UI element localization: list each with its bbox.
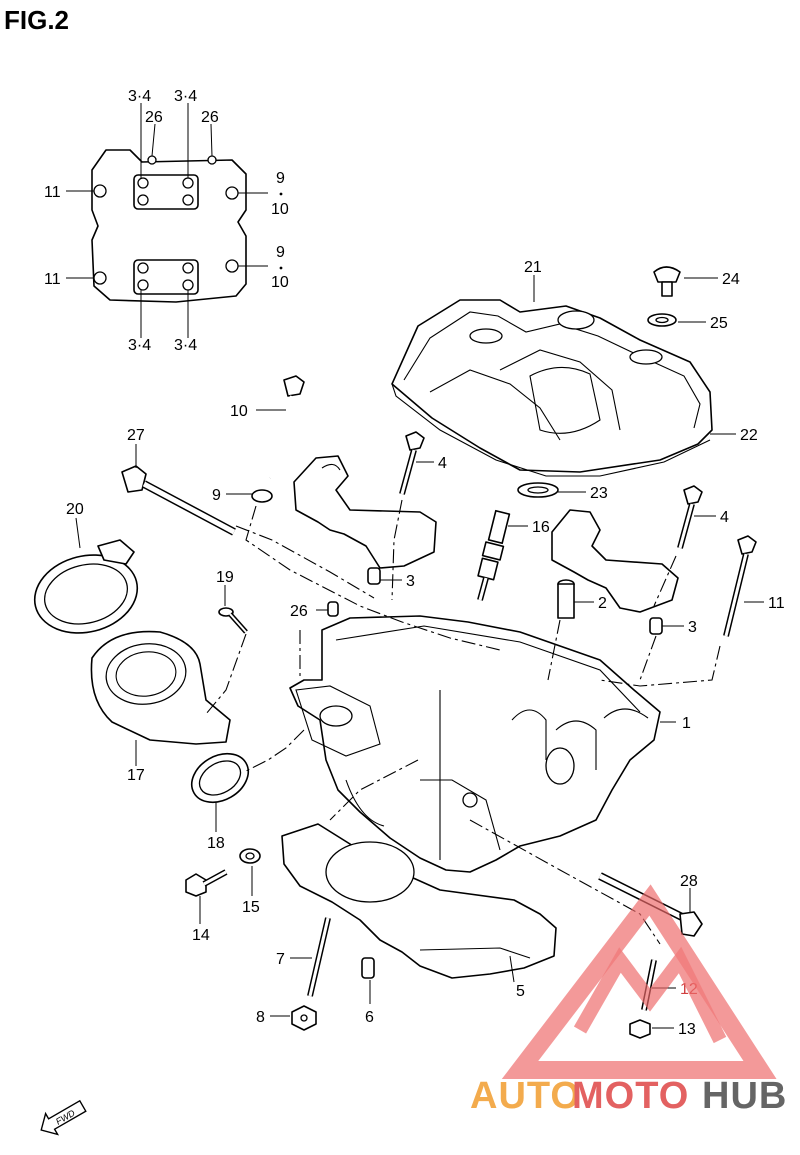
- valve-guide-2: [557, 579, 575, 619]
- camshaft-holder-right: [551, 509, 679, 613]
- assembly-lines: [205, 499, 721, 945]
- callout-3-right: 3: [688, 619, 697, 636]
- callout-inset-right-upper-a: 9: [276, 170, 285, 187]
- watermark-triangle-logo: [501, 884, 777, 1079]
- fwd-arrow: FWD: [40, 1099, 87, 1136]
- figure-title: FIG.2: [4, 5, 69, 35]
- callout-23: 23: [590, 485, 608, 502]
- stud-7: [307, 917, 331, 997]
- callout-6: 6: [365, 1009, 374, 1026]
- watermark-brand-hub: HUB: [702, 1075, 787, 1117]
- callout-13: 13: [678, 1021, 696, 1038]
- clamp-20: [33, 539, 139, 634]
- camshaft-holder-left: [293, 455, 437, 569]
- callout-7: 7: [276, 951, 285, 968]
- cylinder-head: [289, 615, 661, 873]
- bolt-14: [185, 869, 228, 897]
- callout-2: 2: [598, 595, 607, 612]
- callout-26: 26: [290, 603, 308, 620]
- intake-pipe-17: [90, 630, 231, 745]
- callout-inset-left-upper: 11: [44, 184, 61, 201]
- automotohub-watermark: AUTO MOTO HUB: [470, 884, 787, 1117]
- washer-9: [251, 489, 273, 503]
- bolt-10: [268, 375, 305, 479]
- callout-inset-right-lower-a: 9: [276, 244, 285, 261]
- dowel-3-left: [367, 567, 381, 585]
- callout-21: 21: [524, 259, 542, 276]
- spark-plug: [477, 509, 511, 601]
- callout-9: 9: [212, 487, 221, 504]
- callout-20: 20: [66, 501, 84, 518]
- callout-8: 8: [256, 1009, 265, 1026]
- callout-17: 17: [127, 767, 145, 784]
- callout-1: 1: [682, 715, 691, 732]
- callout-19: 19: [216, 569, 234, 586]
- callout-27: 27: [127, 427, 145, 444]
- bolt-pattern-inset: 3·4 3·4 3·4 3·4 26 26 11 11 9 10 9 10: [44, 88, 289, 354]
- watermark-brand-auto: AUTO: [470, 1075, 581, 1117]
- nut-13: [629, 1019, 651, 1039]
- inset-separator-dot: [279, 266, 283, 270]
- bolt-27: [121, 465, 236, 536]
- callout-25: 25: [710, 315, 728, 332]
- callout-5: 5: [516, 983, 525, 1000]
- breather-bolt: [653, 266, 681, 297]
- callout-inset-dowel-left: 26: [145, 109, 163, 126]
- callout-inset-bottom-left: 3·4: [128, 337, 151, 354]
- callout-inset-dowel-right: 26: [201, 109, 219, 126]
- callout-18: 18: [207, 835, 225, 852]
- callout-22: 22: [740, 427, 758, 444]
- callout-28: 28: [680, 873, 698, 890]
- inset-separator-dot: [279, 192, 283, 196]
- cylinder-head-cover: [391, 299, 713, 477]
- callout-inset-bottom-right: 3·4: [174, 337, 197, 354]
- watermark-brand-moto: MOTO: [572, 1075, 689, 1117]
- callout-4-upper: 4: [438, 455, 447, 472]
- callout-inset-right-upper-b: 10: [271, 201, 289, 218]
- bolt-4-upper: [399, 431, 425, 495]
- dowel-3-right: [649, 617, 663, 635]
- callout-16: 16: [532, 519, 550, 536]
- callout-inset-right-lower-b: 10: [271, 274, 289, 291]
- screw-19: [218, 607, 248, 634]
- callout-24: 24: [722, 271, 740, 288]
- callout-14: 14: [192, 927, 210, 944]
- callout-11: 11: [768, 595, 785, 612]
- dowel-6: [361, 957, 375, 979]
- callout-inset-top-left: 3·4: [128, 88, 151, 105]
- callout-inset-left-lower: 11: [44, 271, 61, 288]
- head-gasket: [281, 823, 557, 979]
- dowel-26: [327, 601, 339, 617]
- callout-3-left: 3: [406, 573, 415, 590]
- callout-inset-top-right: 3·4: [174, 88, 197, 105]
- callout-15: 15: [242, 899, 260, 916]
- bolt-4-lower: [677, 485, 703, 549]
- callout-4-lower: 4: [720, 509, 729, 526]
- bolt-11: [723, 535, 757, 637]
- callout-10: 10: [230, 403, 248, 420]
